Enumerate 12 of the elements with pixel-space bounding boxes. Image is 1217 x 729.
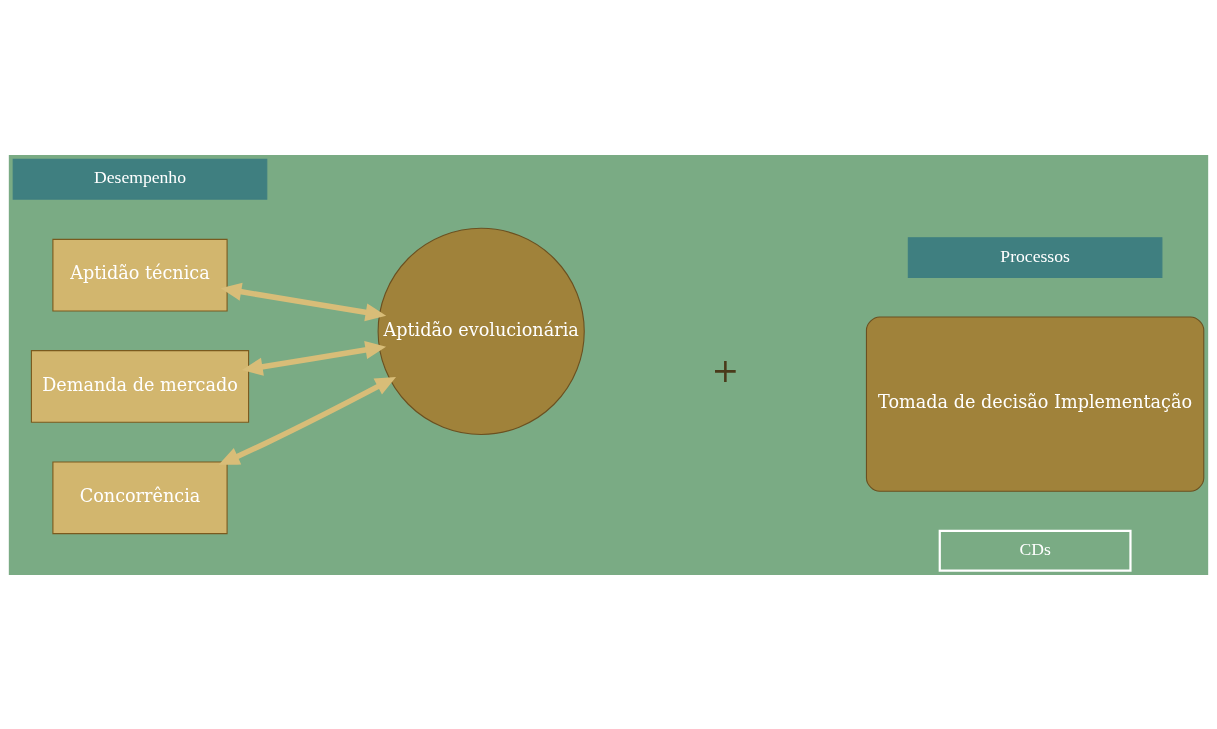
node-box: Processos [907, 236, 1163, 278]
node-box: Aptidão técnica [52, 238, 228, 312]
arrow [242, 340, 387, 376]
node-box: Desempenho [12, 158, 268, 200]
label: + [711, 350, 740, 390]
node-box: CDs [938, 529, 1132, 572]
node-circle: Aptidão evolucionária [377, 227, 585, 435]
node-box: Tomada de decisão Implementação [865, 316, 1205, 492]
arrow [218, 376, 396, 465]
arrow [220, 282, 387, 321]
node-box: Demanda de mercado [30, 349, 250, 423]
node-box: Concorrência [52, 460, 228, 534]
